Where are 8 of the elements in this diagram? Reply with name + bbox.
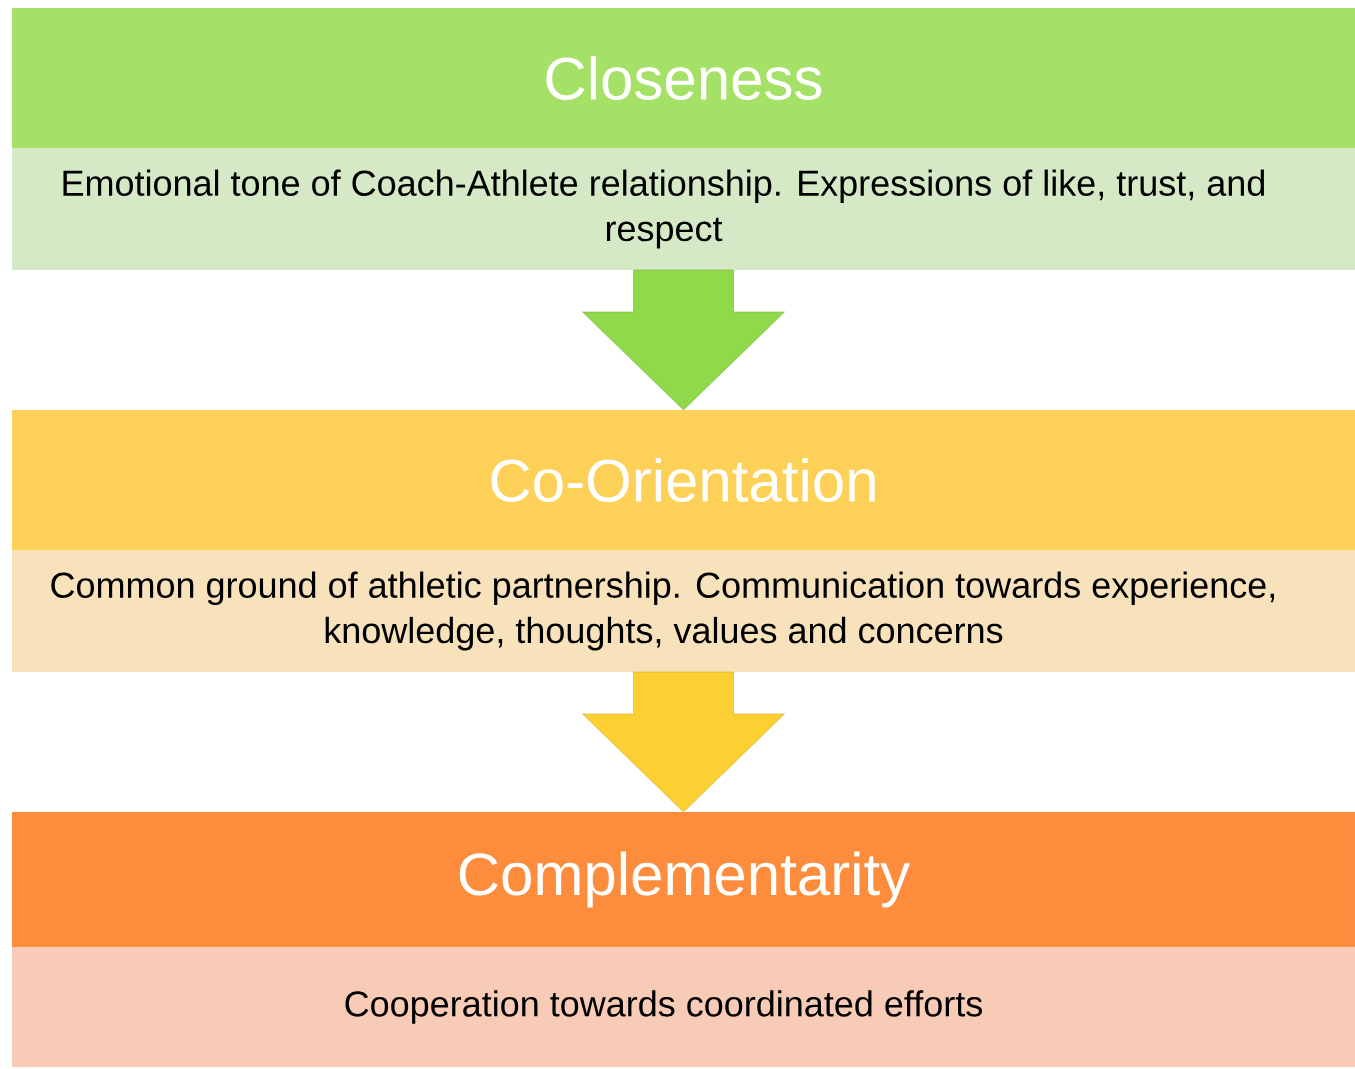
stage-box: Co-Orientation Common ground of athletic partnership. Communication towards experience, knowledge, thoughts, values and concerns — [12, 410, 1355, 672]
block-arrow — [582, 671, 785, 813]
stage-box: Closeness Emotional tone of Coach-Athlete relationship. Expressions of like, trust, and respect — [12, 8, 1355, 270]
stage-box: Complementarity Cooperation towards coordinated efforts — [12, 812, 1355, 1067]
node-label: Common ground of athletic partnership. Communication towards experience, knowledge, thoughts, values and concerns — [51, 571, 1275, 651]
block-arrow — [582, 269, 785, 411]
node-label: Emotional tone of Coach-Athlete relationship. Expressions of like, trust, and respect — [63, 169, 1265, 249]
node-label: Cooperation towards coordinated efforts — [345, 990, 982, 1024]
